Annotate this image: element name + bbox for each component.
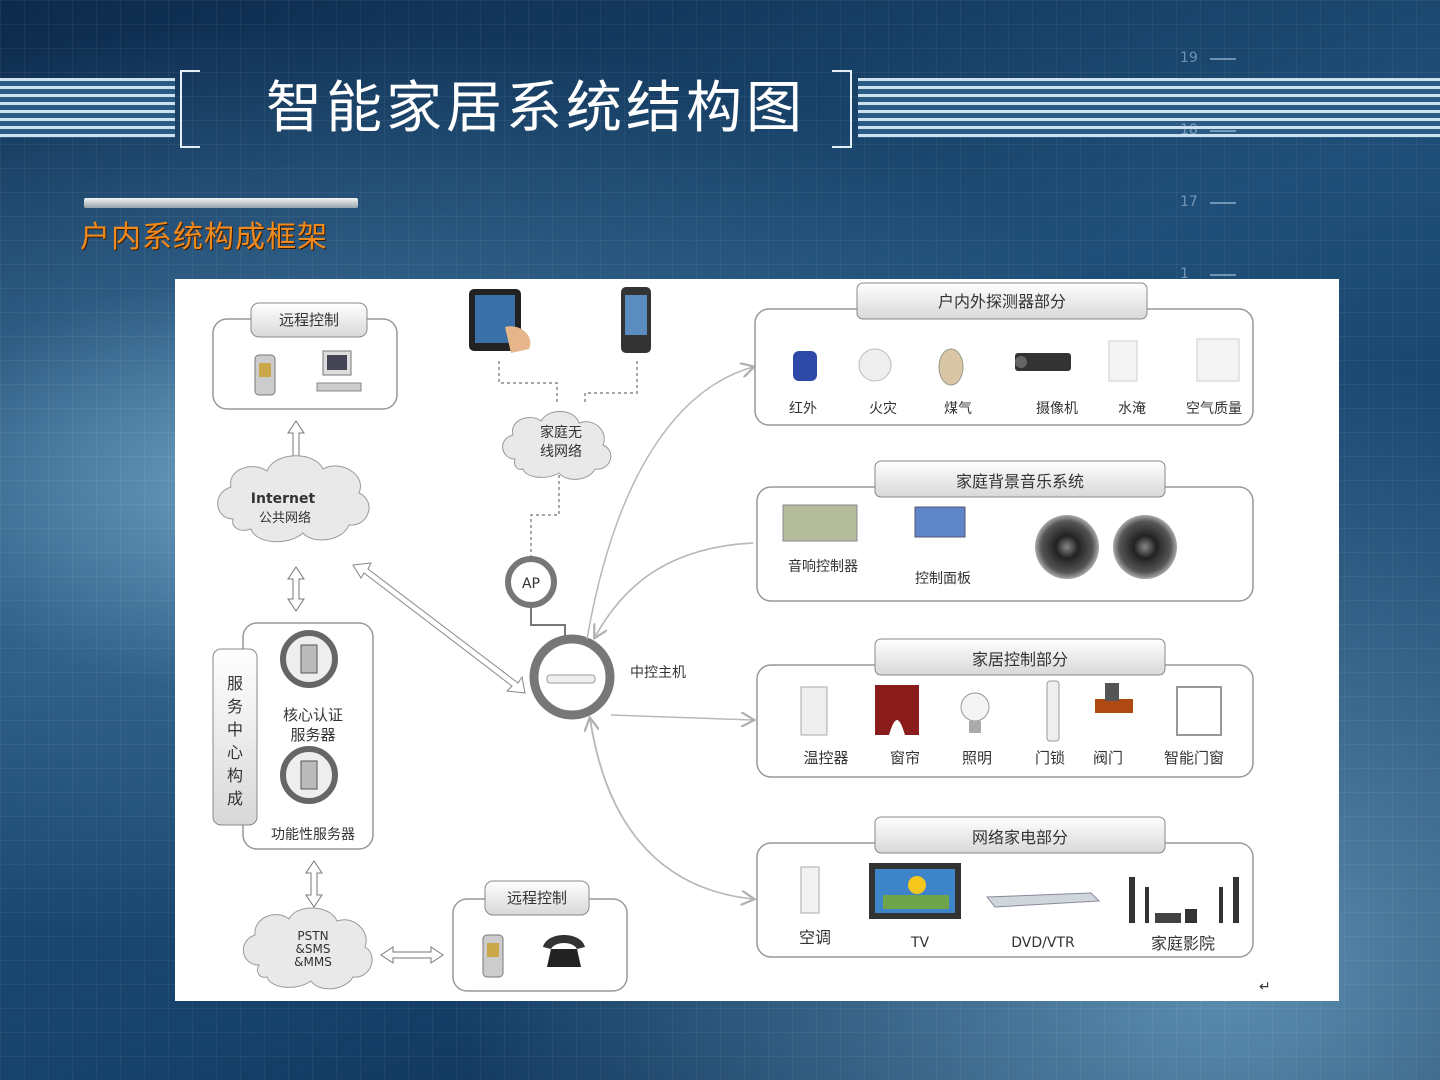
- remote-control-top: 远程控制: [212, 302, 398, 410]
- control-panel-icon: [914, 506, 966, 538]
- title-stripes-left: [0, 78, 175, 138]
- appliance-item-label: 家庭影院: [1151, 934, 1215, 953]
- appliance-group: 网络家电部分 空调 TV DVD/VTR 家庭影院: [756, 816, 1254, 958]
- music-group-title: 家庭背景音乐系统: [956, 472, 1084, 491]
- phone-screen-icon: [259, 363, 271, 377]
- telephone-icon: [547, 949, 581, 967]
- pstn-label: &MMS: [294, 955, 332, 969]
- appliance-group-title: 网络家电部分: [972, 828, 1068, 847]
- service-center-char: 务: [227, 697, 243, 716]
- architecture-diagram: 远程控制 Internet 公共网络 服 务 中 心 构 成 核心认证 服务器: [212, 282, 1271, 995]
- central-host-label: 中控主机: [630, 665, 686, 681]
- infrared-sensor-icon: [793, 351, 817, 381]
- func-server-label: 功能性服务器: [271, 827, 355, 843]
- gas-detector-icon: [938, 348, 964, 386]
- internet-sublabel: 公共网络: [259, 510, 311, 526]
- music-group: 家庭背景音乐系统 音响控制器 控制面板: [756, 460, 1254, 602]
- home-control-item-label: 温控器: [803, 749, 848, 767]
- home-control-item-label: 门锁: [1035, 749, 1065, 767]
- home-control-item-label: 照明: [962, 749, 992, 767]
- title-bracket-right: [832, 70, 852, 148]
- scale-number: 19: [1180, 50, 1198, 66]
- scale-number: 1: [1180, 266, 1189, 282]
- air-quality-sensor-icon: [1196, 338, 1240, 382]
- host-device-icon: [546, 674, 596, 684]
- dvd-player-icon: [985, 892, 1101, 908]
- service-center-char: 服: [227, 674, 243, 693]
- home-control-group: 家居控制部分 温控器 窗帘 照明 门锁 阀门 智能门窗: [756, 638, 1254, 778]
- audio-controller-icon: [782, 504, 858, 542]
- door-lock-icon: [1046, 680, 1060, 742]
- light-bulb-icon: [960, 692, 990, 722]
- home-control-item-label: 智能门窗: [1164, 749, 1224, 767]
- valve-icon: [1095, 699, 1133, 713]
- home-control-item-label: 阀门: [1093, 749, 1123, 767]
- speaker-icon: [1113, 515, 1177, 579]
- scale-number: 17: [1180, 194, 1198, 210]
- speaker-icon: [1035, 515, 1099, 579]
- thermostat-icon: [800, 686, 828, 736]
- home-control-group-title: 家居控制部分: [972, 650, 1068, 669]
- ap-label: AP: [522, 576, 540, 592]
- scale-number: 18: [1180, 122, 1198, 138]
- access-point: AP: [505, 556, 566, 639]
- decorative-scale: 19 18 17 1: [1180, 50, 1236, 338]
- smart-window-icon: [1176, 686, 1222, 736]
- service-center-char: 中: [227, 720, 243, 739]
- internet-cloud: Internet 公共网络: [217, 455, 370, 543]
- detector-item-label: 水淹: [1118, 401, 1146, 417]
- home-theater-icon: [1129, 877, 1135, 923]
- tablet-icon: [469, 289, 531, 353]
- connection-lines: [587, 367, 753, 899]
- wireless-links: [498, 361, 638, 557]
- remote-control-top-label: 远程控制: [279, 311, 339, 329]
- pstn-label: PSTN: [297, 929, 328, 943]
- appliance-item-label: TV: [910, 935, 930, 951]
- remote-control-bottom-label: 远程控制: [507, 889, 567, 907]
- service-center: 服 务 中 心 构 成 核心认证 服务器 功能性服务器: [212, 622, 374, 850]
- air-conditioner-icon: [800, 866, 820, 914]
- core-server-sublabel: 服务器: [290, 726, 335, 744]
- double-arrow-icon: [305, 860, 323, 908]
- smartphone-icon: [621, 287, 651, 353]
- detector-item-label: 摄像机: [1036, 401, 1078, 417]
- smoke-detector-icon: [858, 348, 892, 382]
- wireless-label: 家庭无: [540, 424, 582, 441]
- pstn-cloud: PSTN &SMS &MMS: [243, 907, 373, 990]
- double-arrow-icon: [287, 566, 305, 612]
- service-center-char: 成: [227, 789, 243, 808]
- camera-icon: [1015, 353, 1071, 371]
- detector-item-label: 煤气: [944, 401, 972, 417]
- music-item-label: 控制面板: [915, 571, 971, 587]
- subtitle-bar: [84, 198, 358, 208]
- diagram-panel: 远程控制 Internet 公共网络 服 务 中 心 构 成 核心认证 服务器: [175, 279, 1339, 1001]
- detector-item-label: 火灾: [869, 400, 897, 417]
- wireless-sublabel: 线网络: [540, 444, 582, 460]
- central-host: 中控主机: [529, 634, 686, 720]
- horizontal-double-arrow-icon: [380, 946, 444, 964]
- detector-group: 户内外探测器部分 红外 火灾 煤气 摄像机 水淹 空气质量: [754, 282, 1254, 426]
- home-control-item-label: 窗帘: [890, 749, 920, 767]
- title-bracket-left: [180, 70, 200, 148]
- slide-title: 智能家居系统结构图: [266, 76, 806, 141]
- remote-control-bottom: 远程控制: [452, 880, 628, 992]
- title-stripes-right: [858, 78, 1440, 138]
- core-server-label: 核心认证: [283, 706, 343, 724]
- water-sensor-icon: [1108, 340, 1138, 382]
- detector-item-label: 红外: [789, 401, 817, 417]
- return-mark: ↵: [1259, 979, 1271, 995]
- pstn-label: &SMS: [296, 942, 331, 956]
- detector-group-title: 户内外探测器部分: [938, 292, 1066, 311]
- diagonal-double-arrow-icon: [352, 562, 526, 694]
- service-center-char: 心: [227, 743, 243, 762]
- internet-label: Internet: [251, 491, 316, 507]
- curtain-icon: [875, 685, 919, 735]
- service-center-char: 构: [227, 766, 243, 785]
- appliance-item-label: 空调: [799, 928, 831, 947]
- wireless-network-cloud: 家庭无 线网络: [502, 411, 612, 480]
- music-item-label: 音响控制器: [788, 558, 858, 575]
- appliance-item-label: DVD/VTR: [1011, 935, 1075, 951]
- detector-item-label: 空气质量: [1186, 401, 1242, 417]
- slide-subtitle: 户内系统构成框架: [80, 220, 328, 255]
